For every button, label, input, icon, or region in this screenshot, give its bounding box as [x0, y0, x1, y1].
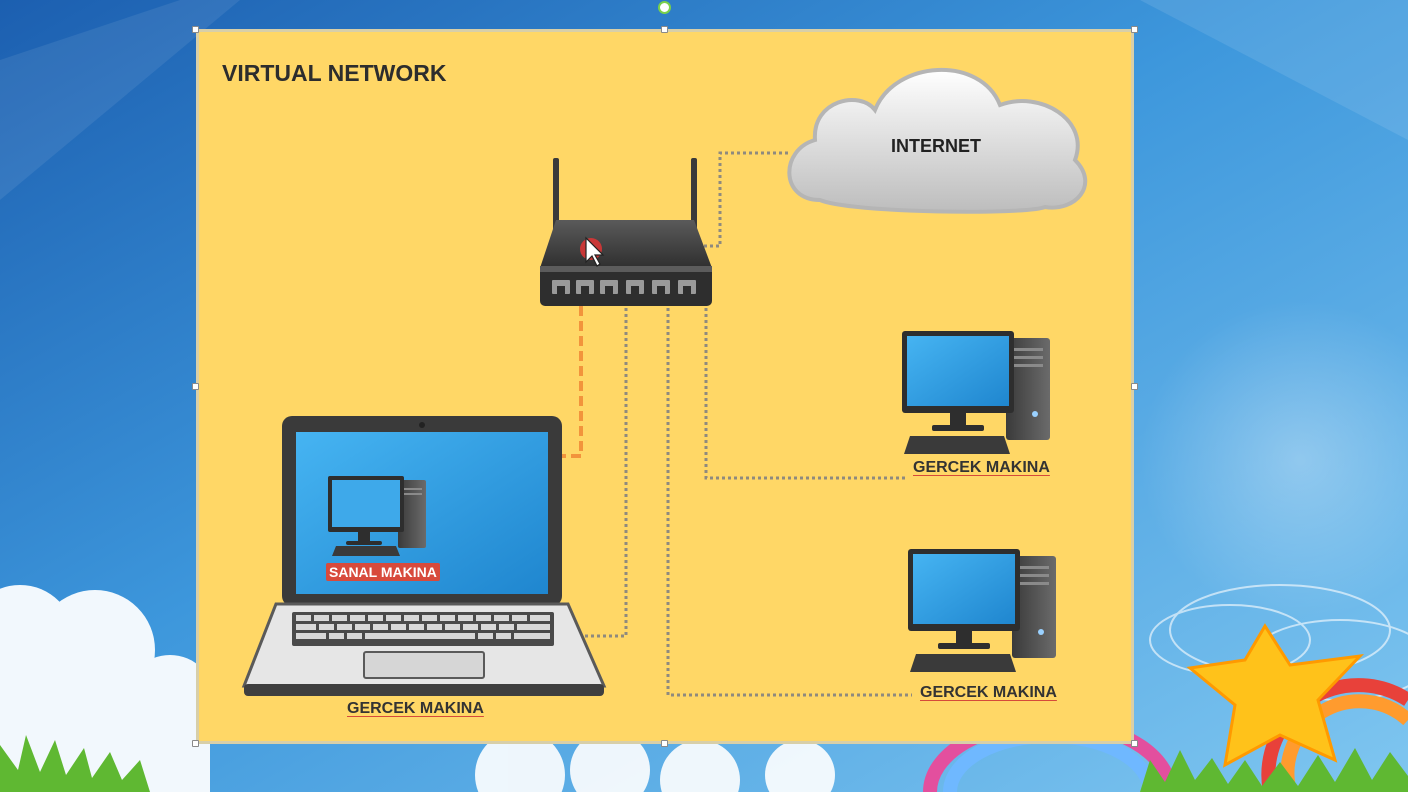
- selection-handle[interactable]: [192, 383, 199, 390]
- router-laptop-link: [580, 308, 628, 638]
- physical-machine-label: GERCEK MAKINA: [347, 700, 484, 717]
- router-pc2-link: [666, 308, 912, 697]
- selection-handle[interactable]: [661, 740, 668, 747]
- diagram-title: VIRTUAL NETWORK: [222, 60, 447, 86]
- cloud-icon: [787, 68, 1088, 214]
- physical-machine-label: GERCEK MAKINA: [920, 684, 1057, 701]
- virtual-machine-label: SANAL MAKINA: [326, 563, 440, 581]
- physical-machine-label: GERCEK MAKINA: [913, 459, 1050, 476]
- mouse-cursor-icon: [580, 236, 605, 267]
- desktop-computer-icon: [902, 331, 1050, 454]
- rotate-handle-icon[interactable]: [658, 1, 671, 14]
- selection-handle[interactable]: [1131, 740, 1138, 747]
- selection-handle[interactable]: [661, 26, 668, 33]
- router-icon: [540, 158, 712, 306]
- router-internet-link: [704, 151, 790, 248]
- selection-handle[interactable]: [192, 740, 199, 747]
- selection-handle[interactable]: [192, 26, 199, 33]
- laptop-icon: [241, 416, 607, 696]
- router-pc1-link: [704, 308, 905, 480]
- desktop-computer-icon: [908, 549, 1056, 672]
- internet-label: INTERNET: [891, 136, 981, 156]
- selection-handle[interactable]: [1131, 383, 1138, 390]
- connection-lines: [580, 151, 912, 697]
- virtual-machine-icon: [328, 476, 426, 556]
- selection-handle[interactable]: [1131, 26, 1138, 33]
